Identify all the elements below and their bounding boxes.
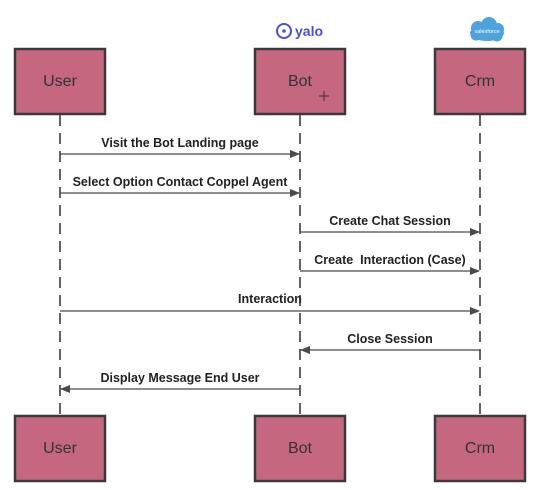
participant-crm-top: Crm bbox=[433, 47, 527, 116]
yalo-logo-icon bbox=[276, 23, 292, 39]
message-create-chat-session: Create Chat Session bbox=[300, 214, 480, 236]
message-label: Close Session bbox=[347, 332, 432, 346]
participant-label: Crm bbox=[465, 440, 495, 457]
participant-user-bottom: User bbox=[13, 414, 107, 483]
message-label: Create Interaction (Case) bbox=[314, 253, 465, 267]
participant-label: User bbox=[43, 73, 77, 90]
message-label: Visit the Bot Landing page bbox=[101, 136, 258, 150]
participant-user-top: User bbox=[13, 47, 107, 116]
message-interaction: Interaction bbox=[60, 292, 480, 315]
participant-label: User bbox=[43, 440, 77, 457]
message-label: Select Option Contact Coppel Agent bbox=[73, 175, 289, 189]
message-visit-landing: Visit the Bot Landing page bbox=[60, 136, 300, 158]
participant-crm-bottom: Crm bbox=[433, 414, 527, 483]
participant-label: Bot bbox=[288, 440, 313, 457]
salesforce-cloud-icon bbox=[470, 17, 504, 42]
message-display-end-user: Display Message End User bbox=[60, 371, 300, 393]
salesforce-logo-text: salesforce bbox=[474, 29, 499, 35]
participant-bot-top: Bot bbox=[253, 47, 347, 116]
message-label: Create Chat Session bbox=[329, 214, 451, 228]
yalo-logo-text: yalo bbox=[295, 23, 323, 39]
message-close-session: Close Session bbox=[300, 332, 480, 354]
salesforce-logo: salesforce bbox=[470, 17, 504, 42]
message-label: Display Message End User bbox=[100, 371, 259, 385]
yalo-logo: yalo bbox=[276, 23, 323, 39]
move-cursor-icon bbox=[319, 91, 329, 101]
message-label: Interaction bbox=[238, 292, 302, 306]
message-select-option: Select Option Contact Coppel Agent bbox=[60, 175, 300, 197]
participant-label: Bot bbox=[288, 73, 313, 90]
participant-label: Crm bbox=[465, 73, 495, 90]
participant-bot-bottom: Bot bbox=[253, 414, 347, 483]
message-create-interaction: Create Interaction (Case) bbox=[300, 253, 480, 275]
